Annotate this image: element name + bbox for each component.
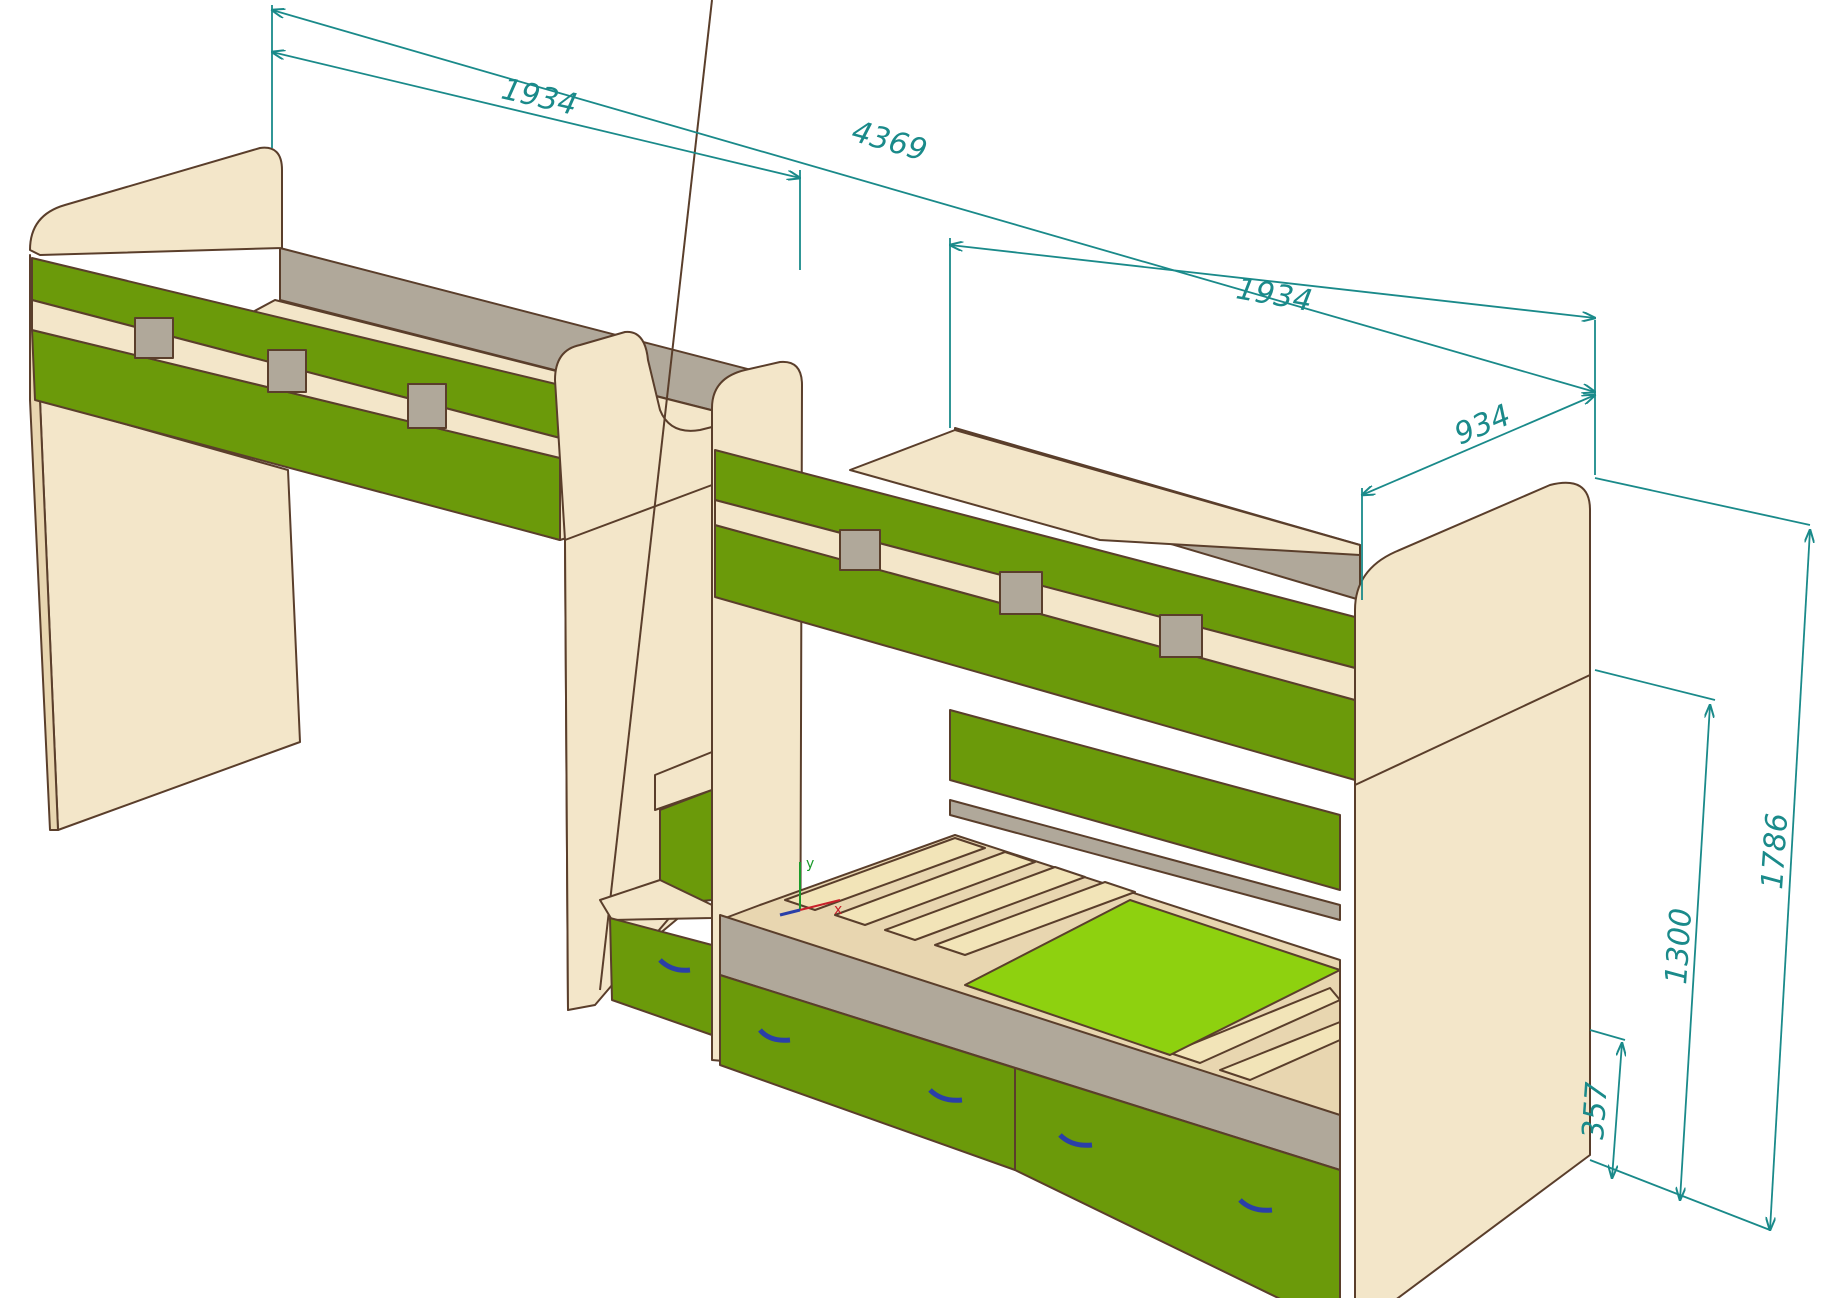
upper-gap-block [839,529,881,571]
dim-drawer-height: 357 [1576,1081,1615,1141]
upper-bed-base [849,429,1361,556]
loft-left-end-panel [29,146,283,256]
loft-gap-block [267,349,307,393]
loft-gap-block [407,383,447,429]
drawer-handle [1238,1198,1273,1213]
axis-label-x: x [834,902,842,918]
lower-guard-rail [949,709,1341,891]
lower-slats [784,837,1341,1081]
bunk-right-end-panel [1354,481,1591,1298]
drawer-handle [758,1028,791,1043]
dim-upper-height: 1300 [1659,907,1699,986]
right-panel-edge [1354,674,1591,786]
loft-left-leg [39,399,301,831]
loft-bed [29,0,791,1036]
loft-gap-block [134,317,174,359]
upper-gap-block [999,571,1043,615]
lower-headboard-strip [949,799,1341,921]
upper-gap-block [1159,614,1203,658]
lower-mattress-green [964,899,1341,1056]
dim-line-upper-height [1680,705,1710,1200]
stair-drawer-handle [658,958,691,973]
dim-total-height: 1786 [1755,812,1795,891]
drawer-handle [1058,1133,1093,1148]
dim-line-drawer-height [1612,1043,1622,1178]
dim-loft-length: 1934 [498,72,580,123]
axis-triad-icon: y x [779,856,842,918]
dim-line-loft-length [272,52,800,178]
dimension-lines [272,5,1810,1230]
dim-line-bunk-depth [1362,395,1595,495]
stair-lower-drawer [609,917,713,1036]
drawer-handle [928,1088,963,1103]
axis-label-y: y [806,856,814,872]
dim-bunk-length: 1934 [1234,271,1315,319]
dim-line-total-height [1770,530,1810,1230]
drawer-right [1014,1067,1341,1298]
dim-line-bunk-length [950,245,1595,318]
bunk-bed [711,360,1591,1298]
dim-total-length: 4369 [848,114,931,169]
